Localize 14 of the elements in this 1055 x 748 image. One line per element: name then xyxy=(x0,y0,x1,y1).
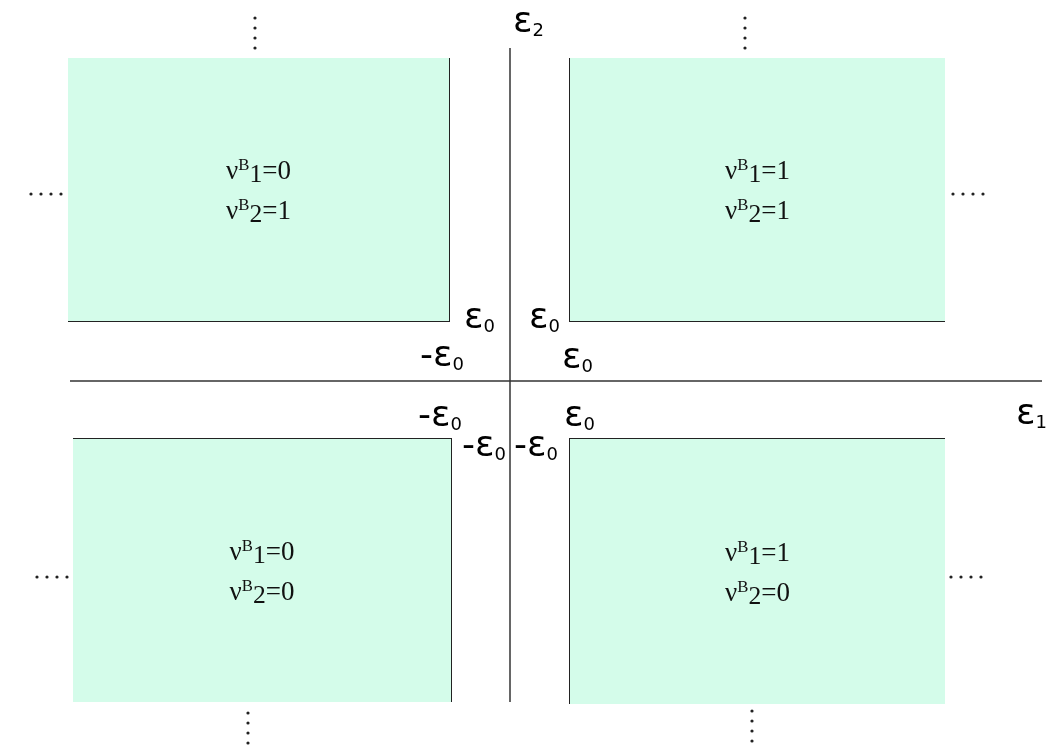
boundary-label: ε$_{0}$ xyxy=(564,396,595,432)
boundary-label: ε$_{0}$ xyxy=(529,298,560,334)
region-box xyxy=(73,438,452,702)
boundary-label: -ε$_{0}$ xyxy=(420,336,464,372)
region-box xyxy=(68,58,450,322)
boundary-label: ε$_{0}$ xyxy=(464,298,495,334)
boundary-label: -ε$_{0}$ xyxy=(514,426,558,462)
axis-label: ε$_{2}$ xyxy=(513,2,544,38)
axis-label: ε$_{1}$ xyxy=(1016,394,1047,430)
region-box xyxy=(569,58,945,322)
boundary-label: ε$_{0}$ xyxy=(562,338,593,374)
boundary-label: -ε$_{0}$ xyxy=(462,426,506,462)
region-box xyxy=(569,438,945,704)
boundary-label: -ε$_{0}$ xyxy=(418,396,462,432)
